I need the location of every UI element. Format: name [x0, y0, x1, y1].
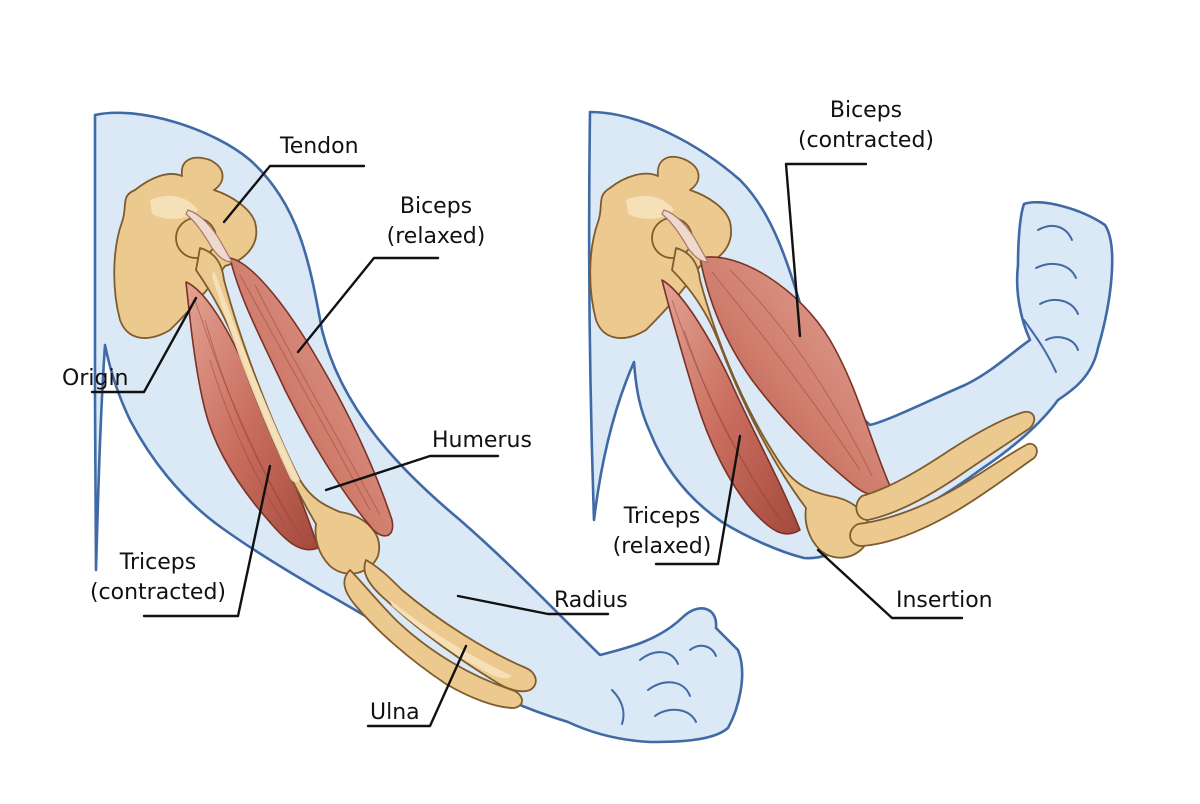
label-biceps-relaxed-line2: (relaxed) — [386, 224, 486, 249]
right-arm — [587, 110, 1114, 560]
leader-tendon — [222, 164, 366, 224]
leader-biceps-contracted — [784, 162, 868, 338]
right-radius-bone — [855, 410, 1036, 521]
left-biceps-muscle — [229, 257, 394, 537]
left-arm-skin — [93, 111, 744, 744]
leader-triceps-relaxed — [654, 434, 742, 566]
leader-humerus — [324, 454, 500, 492]
left-ulna-bone — [343, 569, 523, 709]
right-triceps-muscle — [661, 279, 801, 535]
label-origin: Origin — [62, 366, 129, 391]
left-arm — [93, 111, 744, 744]
leader-radius — [456, 594, 610, 616]
leader-insertion — [816, 548, 964, 620]
label-triceps-contracted-line2: (contracted) — [89, 580, 227, 605]
annotation-lines — [90, 162, 964, 728]
label-triceps-relaxed: Triceps (relaxed) — [613, 502, 712, 562]
left-tendon-strands — [185, 209, 234, 263]
label-biceps-contracted-line2: (contracted) — [797, 128, 935, 153]
label-insertion: Insertion — [896, 588, 993, 613]
label-triceps-relaxed-line2: (relaxed) — [612, 534, 712, 559]
label-radius: Radius — [554, 588, 628, 613]
label-biceps-relaxed-line1: Biceps — [399, 194, 473, 219]
left-radius-bone — [363, 559, 537, 693]
label-triceps-relaxed-line1: Triceps — [623, 504, 701, 529]
label-tendon: Tendon — [280, 134, 359, 159]
label-biceps-relaxed: Biceps (relaxed) — [387, 192, 486, 252]
label-triceps-contracted-line1: Triceps — [119, 550, 197, 575]
right-tendon-strands — [661, 209, 710, 263]
label-triceps-contracted: Triceps (contracted) — [90, 548, 226, 608]
label-biceps-contracted: Biceps (contracted) — [798, 96, 934, 156]
left-hand-fist — [611, 644, 717, 725]
leader-biceps-relaxed — [296, 256, 440, 354]
label-humerus: Humerus — [432, 428, 532, 453]
label-biceps-contracted-line1: Biceps — [829, 98, 903, 123]
right-ulna-bone — [849, 442, 1038, 547]
leader-ulna — [366, 644, 468, 728]
right-hand-fist — [1023, 224, 1079, 373]
label-ulna: Ulna — [370, 700, 420, 725]
leader-origin — [90, 296, 198, 394]
leader-triceps-contracted — [142, 464, 272, 618]
